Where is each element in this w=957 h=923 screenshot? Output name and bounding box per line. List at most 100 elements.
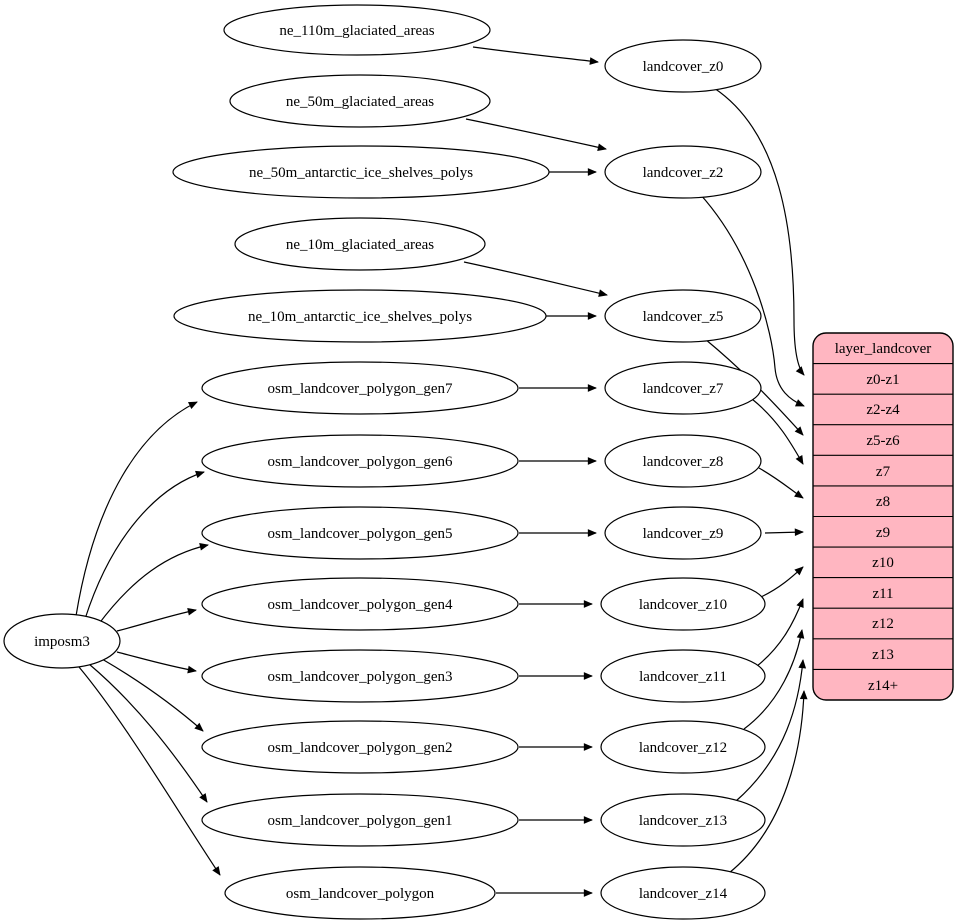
node-ellipse <box>234 217 486 271</box>
edge-landcover_z0-row-z0-z1 <box>713 87 805 376</box>
node-landcover_z12: landcover_z12 <box>600 720 766 774</box>
node-label: ne_50m_antarctic_ice_shelves_polys <box>249 165 473 181</box>
edge-landcover_z13-row-z13 <box>735 659 807 802</box>
table-layer_landcover: layer_landcover z0-z1 z2-z4 z5-z6 z7 z8 … <box>812 332 954 701</box>
table-row-z7: z7 <box>876 464 891 480</box>
node-landcover_z11: landcover_z11 <box>600 649 766 703</box>
node-ellipse <box>201 506 519 560</box>
table-row-z5-z6: z5-z6 <box>866 433 900 449</box>
node-label: landcover_z8 <box>643 454 724 470</box>
node-landcover_z2: landcover_z2 <box>604 145 762 199</box>
node-ellipse <box>201 577 519 631</box>
node-label: landcover_z12 <box>639 740 727 756</box>
table-row-z9: z9 <box>876 525 890 541</box>
node-landcover_z0: landcover_z0 <box>604 39 762 93</box>
edge-imposm3-osm_landcover_polygon_gen7 <box>75 401 198 617</box>
edge-ne_10m_glaciated_areas-landcover_z5 <box>463 261 608 297</box>
node-ne_10m_antarctic_ice_shelves_polys: ne_10m_antarctic_ice_shelves_polys <box>173 289 547 343</box>
node-ne_50m_glaciated_areas: ne_50m_glaciated_areas <box>229 74 491 128</box>
edge-imposm3-osm_landcover_polygon <box>78 666 221 876</box>
node-landcover_z13: landcover_z13 <box>600 793 766 847</box>
edge-landcover_z14-row-z14plus <box>728 690 808 874</box>
node-label: landcover_z9 <box>643 526 724 542</box>
node-label: ne_50m_glaciated_areas <box>286 94 434 110</box>
node-landcover_z9: landcover_z9 <box>604 506 762 560</box>
node-ellipse <box>201 434 519 488</box>
node-ellipse <box>201 793 519 847</box>
node-osm_landcover_polygon_gen7: osm_landcover_polygon_gen7 <box>201 361 519 415</box>
table-row-z8: z8 <box>876 494 890 510</box>
table-row-z13: z13 <box>872 647 894 663</box>
node-label: landcover_z14 <box>639 886 728 902</box>
node-label: landcover_z10 <box>639 597 727 613</box>
table-title: layer_landcover <box>835 341 932 357</box>
node-label: imposm3 <box>34 634 90 650</box>
node-osm_landcover_polygon_gen4: osm_landcover_polygon_gen4 <box>201 577 519 631</box>
node-label: osm_landcover_polygon_gen7 <box>268 381 453 397</box>
node-ellipse <box>223 4 491 56</box>
node-osm_landcover_polygon_gen1: osm_landcover_polygon_gen1 <box>201 793 519 847</box>
node-ellipse <box>600 649 766 703</box>
node-label: osm_landcover_polygon <box>286 886 435 902</box>
node-ellipse <box>600 577 766 631</box>
node-ellipse <box>201 649 519 703</box>
node-label: landcover_z11 <box>639 669 727 685</box>
edge-landcover_z11-row-z11 <box>756 598 804 667</box>
node-ellipse <box>3 613 121 669</box>
edge-imposm3-osm_landcover_polygon_gen1 <box>88 663 208 803</box>
node-label: landcover_z13 <box>639 813 727 829</box>
node-label: osm_landcover_polygon_gen5 <box>268 526 453 542</box>
node-ellipse <box>201 361 519 415</box>
node-label: ne_10m_antarctic_ice_shelves_polys <box>248 309 472 325</box>
node-ellipse <box>604 39 762 93</box>
node-ne_50m_antarctic_ice_shelves_polys: ne_50m_antarctic_ice_shelves_polys <box>172 145 550 199</box>
node-osm_landcover_polygon_gen2: osm_landcover_polygon_gen2 <box>201 720 519 774</box>
node-ellipse <box>600 866 766 920</box>
node-landcover_z8: landcover_z8 <box>604 434 762 488</box>
node-imposm3: imposm3 <box>3 613 121 669</box>
node-label: osm_landcover_polygon_gen1 <box>268 813 453 829</box>
edge-landcover_z12-row-z12 <box>743 629 805 730</box>
node-landcover_z14: landcover_z14 <box>600 866 766 920</box>
edge-imposm3-osm_landcover_polygon_gen6 <box>84 470 205 620</box>
edge-imposm3-osm_landcover_polygon_gen3 <box>116 651 197 674</box>
node-label: osm_landcover_polygon_gen2 <box>268 740 453 756</box>
node-landcover_z10: landcover_z10 <box>600 577 766 631</box>
node-osm_landcover_polygon_gen3: osm_landcover_polygon_gen3 <box>201 649 519 703</box>
table-row-z14plus: z14+ <box>868 678 898 694</box>
node-label: landcover_z5 <box>643 309 724 325</box>
edge-imposm3-osm_landcover_polygon_gen2 <box>101 658 204 732</box>
node-ellipse <box>604 434 762 488</box>
node-ellipse <box>600 793 766 847</box>
edge-ne_50m_glaciated_areas-landcover_z2 <box>465 118 607 152</box>
node-label: landcover_z7 <box>643 381 724 397</box>
node-ellipse <box>224 866 496 920</box>
node-ellipse <box>604 145 762 199</box>
node-label: landcover_z0 <box>643 59 724 75</box>
node-landcover_z5: landcover_z5 <box>604 289 762 343</box>
node-osm_landcover_polygon_gen6: osm_landcover_polygon_gen6 <box>201 434 519 488</box>
table-row-z0-z1: z0-z1 <box>866 372 899 388</box>
edge-group <box>75 46 808 897</box>
node-ellipse <box>201 720 519 774</box>
node-ellipse <box>604 289 762 343</box>
table-row-z10: z10 <box>872 555 894 571</box>
edge-imposm3-osm_landcover_polygon_gen4 <box>116 607 197 632</box>
node-ne_10m_glaciated_areas: ne_10m_glaciated_areas <box>234 217 486 271</box>
node-ellipse <box>604 361 762 415</box>
edge-landcover_z2-row-z2-z4 <box>699 193 805 407</box>
node-label: osm_landcover_polygon_gen4 <box>268 597 453 613</box>
node-osm_landcover_polygon_gen5: osm_landcover_polygon_gen5 <box>201 506 519 560</box>
edge-ne_110m_glaciated_areas-landcover_z0 <box>472 46 599 65</box>
table-row-z12: z12 <box>872 616 894 632</box>
edge-landcover_z10-row-z10 <box>760 566 804 598</box>
node-ne_110m_glaciated_areas: ne_110m_glaciated_areas <box>223 4 491 56</box>
node-label: osm_landcover_polygon_gen6 <box>268 454 453 470</box>
node-ellipse <box>172 145 550 199</box>
node-ellipse <box>229 74 491 128</box>
node-ellipse <box>604 506 762 560</box>
node-label: landcover_z2 <box>643 165 724 181</box>
table-row-z11: z11 <box>872 586 893 602</box>
edge-landcover_z9-row-z9 <box>764 528 804 537</box>
